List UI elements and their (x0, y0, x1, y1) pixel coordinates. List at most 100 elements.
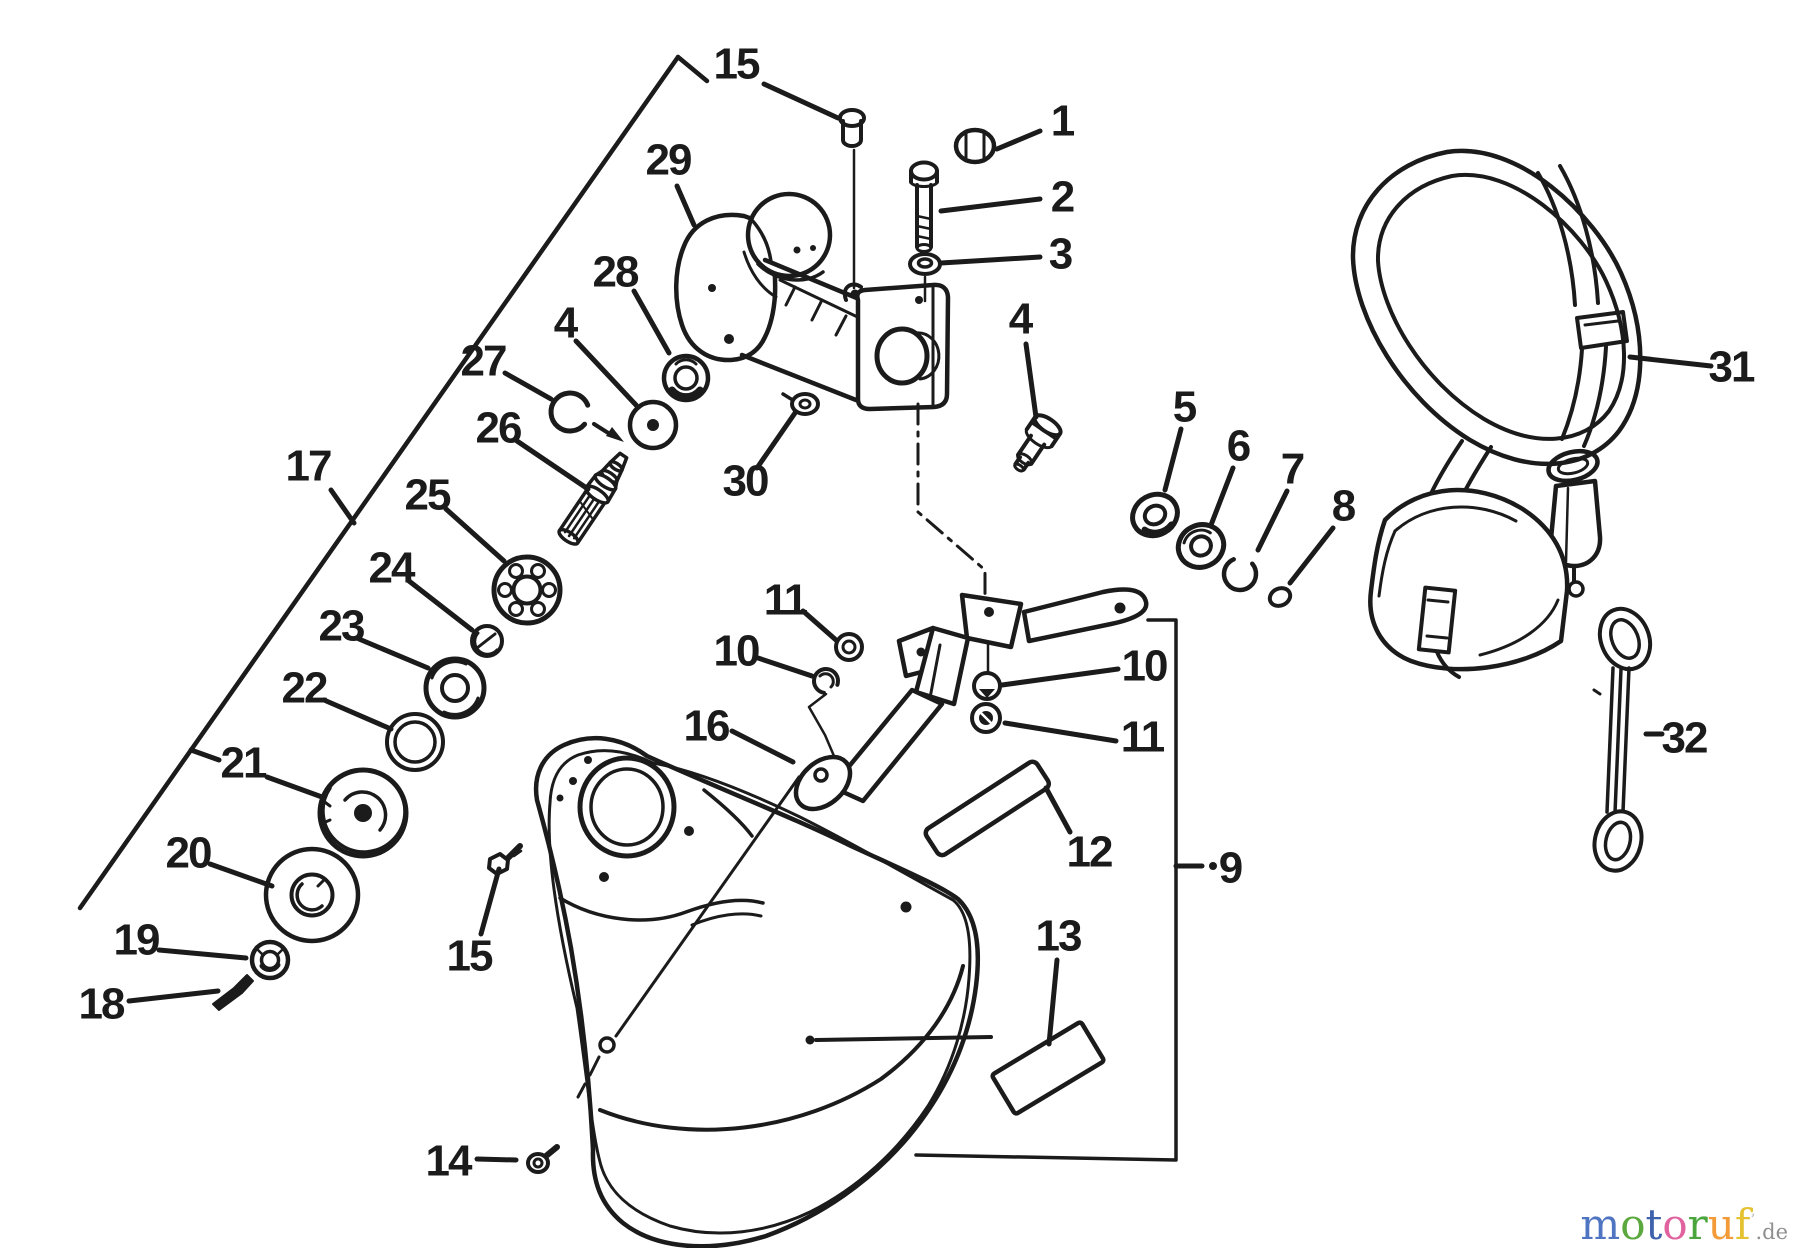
leader-line-30 (754, 410, 798, 471)
leader-line-4-arbor (1023, 341, 1039, 420)
callout-label-31: 31 (1709, 343, 1755, 392)
callout-label-4-arbor: 4 (1009, 295, 1034, 344)
callout-label-22: 22 (282, 664, 327, 713)
bushing-28 (661, 353, 711, 403)
leader-line-6 (1208, 465, 1236, 528)
gear-shaft-26 (557, 451, 629, 546)
leader-line-10-right (999, 666, 1121, 688)
leader-line-28 (631, 288, 672, 356)
leader-line-11-right (1002, 720, 1119, 744)
callout-label-15-shield: 15 (447, 932, 493, 981)
callout-label-8: 8 (1332, 482, 1356, 531)
callout-label-23: 23 (319, 602, 364, 651)
callout-label-21: 21 (221, 739, 267, 788)
harness-hip-pad (1368, 487, 1570, 679)
strap-link-32 (1592, 606, 1653, 873)
leader-line-13 (1046, 957, 1060, 1047)
fastener-axis-lines (807, 148, 990, 772)
callout-label-25: 25 (405, 471, 451, 520)
ball-bearing-23 (423, 656, 487, 720)
clamp-bore (874, 326, 930, 386)
washer-3 (908, 252, 942, 276)
snap-ring-27 (548, 390, 592, 434)
leader-line-22 (321, 697, 394, 732)
leader-line-2 (938, 196, 1043, 214)
centerline-gearhead-bracket (916, 402, 987, 613)
leader-line-20 (207, 861, 275, 889)
callout-9-extent-line (914, 618, 1178, 1162)
cap-nut-1 (953, 127, 997, 165)
watermark-trademark: ’ (1750, 1210, 1756, 1229)
leader-line-21 (264, 774, 325, 800)
nut-11-right (970, 702, 1002, 734)
harness-snap-hook (1546, 448, 1603, 598)
bracket-foot (793, 754, 853, 812)
watermark-word: motoruf (1580, 1200, 1750, 1248)
leader-line-10-left (755, 655, 815, 679)
leader-line-17 (328, 487, 357, 526)
gear-head-housing (674, 191, 951, 412)
leader-line-12 (1043, 785, 1073, 835)
watermark-letter-4: r (1687, 1200, 1708, 1248)
callout-label-5: 5 (1173, 383, 1197, 432)
callout-label-14: 14 (426, 1137, 473, 1186)
shield-guard (533, 735, 981, 1248)
ring-8 (1267, 586, 1293, 608)
callout-label-32: 32 (1662, 714, 1707, 763)
leader-line-8 (1287, 525, 1336, 586)
cotter-pin-18 (212, 974, 254, 1011)
callout-label-29: 29 (646, 136, 691, 185)
watermark-letter-0: m (1580, 1200, 1621, 1248)
callout-label-28: 28 (593, 248, 639, 297)
callout-label-6: 6 (1227, 422, 1250, 471)
shield-rivet-dots (556, 756, 912, 913)
leader-line-29 (674, 183, 697, 228)
leader-line-16 (729, 728, 796, 765)
watermark-letter-2: t (1645, 1200, 1663, 1248)
leader-line-4-washer (573, 338, 639, 408)
leader-line-25 (443, 506, 507, 564)
blade-holder-21 (317, 767, 409, 859)
assembly-axis-line-17 (77, 54, 710, 911)
callout-label-24: 24 (369, 544, 416, 593)
support-cup-20 (263, 846, 361, 944)
callout-label-1: 1 (1051, 97, 1075, 146)
callout-label-16: 16 (684, 702, 729, 751)
leader-line-14 (474, 1156, 519, 1163)
leader-line-31 (1627, 354, 1714, 369)
bearing-ring-6 (1175, 522, 1227, 570)
leader-line-5 (1162, 426, 1184, 493)
watermark-letter-1: o (1620, 1200, 1646, 1248)
screw-15-top (838, 108, 866, 148)
nut-11-left (834, 632, 864, 662)
leader-line-7 (1255, 488, 1290, 553)
decal-12 (923, 759, 1052, 858)
leader-line-24 (406, 578, 475, 633)
leader-line-15-top (761, 81, 841, 121)
callout-label-30: 30 (723, 457, 768, 506)
watermark-letter-5: u (1707, 1200, 1735, 1248)
ball-bearing-25 (491, 554, 563, 626)
leader-line-3 (938, 254, 1043, 266)
o-ring-22 (385, 712, 445, 772)
callout-label-18: 18 (79, 980, 125, 1029)
callout-label-11-left: 11 (764, 576, 808, 625)
mounting-bracket-16 (793, 587, 1149, 812)
decal-13 (990, 1020, 1106, 1116)
callout-label-10-right: 10 (1122, 642, 1167, 691)
leader-line-15-shield (478, 866, 502, 937)
callout-label-15-top: 15 (714, 40, 760, 89)
arbor-shaft-4-right (1013, 413, 1063, 473)
lock-ring-24 (470, 624, 504, 658)
harness-buckle (1575, 310, 1629, 350)
shield-bolt-line (576, 775, 801, 1099)
bolt-2 (909, 160, 939, 253)
washer-4-left (627, 399, 679, 451)
watermark-letter-3: o (1662, 1200, 1688, 1248)
seal-washer-5 (1130, 491, 1180, 539)
callout-label-2: 2 (1051, 173, 1074, 222)
leader-line-18 (126, 988, 221, 1004)
